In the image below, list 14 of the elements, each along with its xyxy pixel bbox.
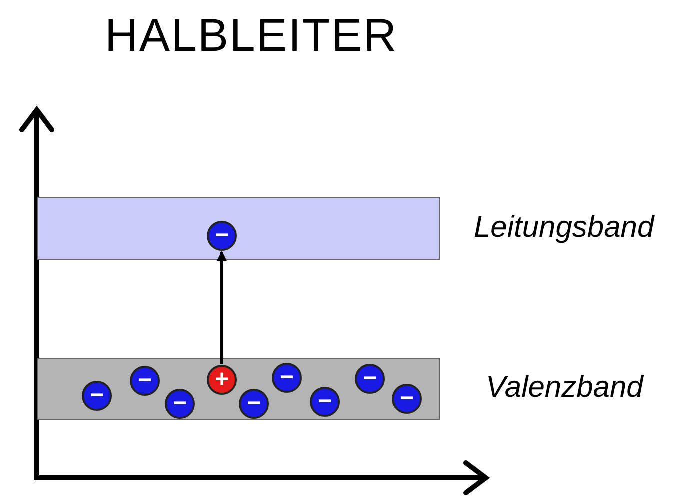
- title: HALBLEITER: [105, 12, 398, 58]
- band-label: Valenzband: [486, 373, 644, 403]
- electron-particle: −: [130, 366, 160, 396]
- band-label: Leitungsband: [474, 212, 654, 242]
- excitation-arrow: [217, 251, 227, 364]
- electron-particle: −: [392, 384, 422, 414]
- electron-particle: −: [310, 387, 340, 417]
- electron-particle: −: [239, 389, 269, 419]
- electron-particle: −: [165, 389, 195, 419]
- electron-particle: −: [272, 363, 302, 393]
- electron-particle: −: [82, 381, 112, 411]
- electron-particle: −: [355, 364, 385, 394]
- electron-particle: −: [207, 221, 237, 251]
- hole-particle: +: [207, 365, 237, 395]
